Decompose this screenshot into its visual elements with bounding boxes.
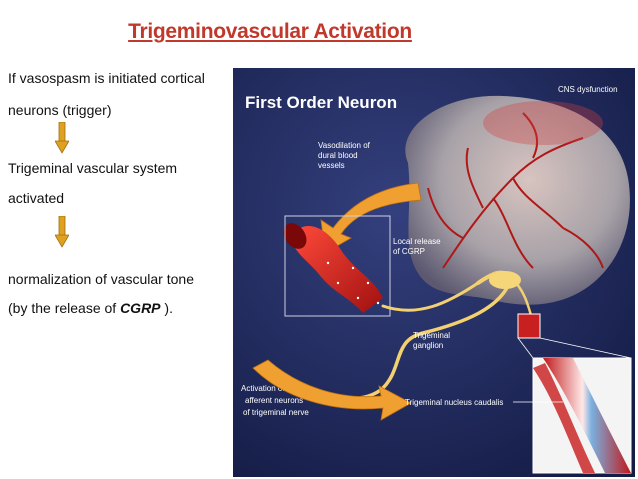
vasodilation-label-1: Vasodilation of [318, 141, 371, 150]
nucleus-label: Trigeminal nucleus caudalis [405, 398, 503, 407]
vessel-zoom-box [284, 215, 391, 317]
activation-label-1: Activation of primary [241, 384, 313, 393]
cns-dysfunction-glow [483, 101, 603, 145]
step-activated-line1: Trigeminal vascular system [8, 160, 178, 176]
spinal-cord-closeup [532, 357, 632, 474]
release-text: (by the release of [8, 300, 121, 316]
step-normalization-line1: normalization of vascular tone [8, 271, 194, 287]
release-text-end: ). [160, 300, 173, 316]
brain-shape [405, 95, 630, 305]
vasodilation-label-3: vessels [318, 161, 345, 170]
activation-label-2: afferent neurons [245, 396, 303, 405]
trigeminal-ganglion [489, 271, 521, 289]
activation-label-3: of trigeminal nerve [243, 408, 309, 417]
step-trigger-line1: If vasospasm is initiated cortical [8, 70, 205, 86]
down-arrow-icon [55, 122, 69, 154]
step-trigger-line2: neurons (trigger) [8, 102, 112, 118]
ganglion-label-1: Trigeminal [413, 331, 450, 340]
dilated-vessel [283, 223, 383, 313]
cns-label: CNS dysfunction [558, 85, 618, 94]
local-release-label-1: Local release [393, 237, 441, 246]
brainstem-box [517, 313, 541, 339]
zoom-line-left [517, 337, 534, 359]
local-release-label-2: of CGRP [393, 247, 425, 256]
step-normalization-line2: (by the release of CGRP ). [8, 300, 173, 316]
step-activated-line2: activated [8, 190, 65, 206]
down-arrow-icon [55, 216, 69, 248]
brain-vessels [427, 112, 604, 269]
curved-arrow-activation [252, 359, 412, 421]
slide-title: Trigeminovascular Activation [128, 20, 412, 43]
ganglion-label-2: ganglion [413, 341, 443, 350]
cgrp-text: CGRP [120, 300, 161, 316]
figure-heading: First Order Neuron [245, 93, 397, 112]
vasodilation-label-2: dural blood [318, 151, 358, 160]
first-order-neuron-illustration: First Order Neuron CNS dysfunction Vasod… [233, 68, 635, 477]
zoom-line-right [539, 337, 632, 359]
